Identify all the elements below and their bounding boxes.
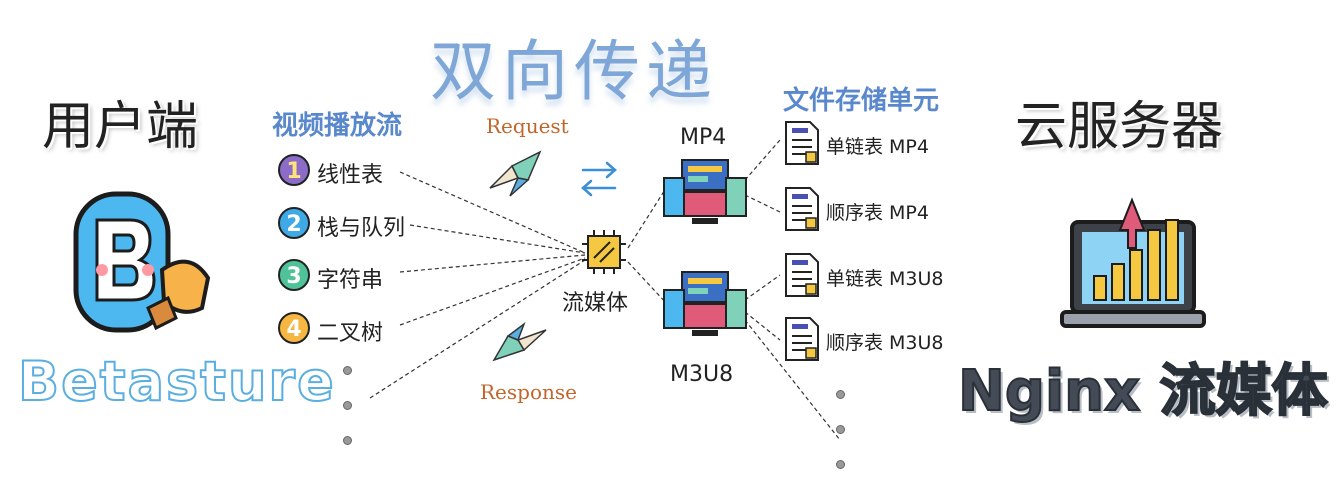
laptop-chart-icon	[1060, 190, 1206, 336]
paper-crane-response-icon	[488, 320, 548, 370]
number-2-icon: 2	[277, 203, 311, 243]
storage-file[interactable]: 顺序表 MP4	[784, 186, 984, 232]
response-label: Response	[480, 380, 577, 404]
video-item-label: 线性表	[317, 163, 384, 188]
storage-file[interactable]: 单链表 MP4	[784, 120, 984, 166]
storage-heading: 文件存储单元	[783, 86, 940, 116]
chip-icon	[580, 228, 628, 276]
server-rack-icon	[662, 158, 748, 226]
video-item[interactable]: 2 栈与队列	[277, 203, 437, 243]
ellipsis-dot	[343, 401, 352, 410]
storage-file-label: 顺序表 MP4	[826, 202, 929, 224]
document-icon	[784, 252, 820, 298]
number-1-icon: 1	[277, 150, 311, 190]
number-1-glyph: 1	[286, 159, 301, 184]
format-bottom-label: M3U8	[670, 362, 734, 387]
format-top-label: MP4	[680, 125, 727, 150]
number-4-glyph: 4	[286, 317, 301, 342]
number-4-icon: 4	[277, 308, 311, 348]
server-label: 云服务器	[1015, 97, 1224, 157]
hub-label: 流媒体	[562, 291, 629, 316]
document-icon	[784, 186, 820, 232]
client-label: 用户端	[42, 97, 199, 157]
number-3-glyph: 3	[286, 264, 301, 289]
ellipsis-dot	[836, 390, 845, 399]
client-brand: Betasture	[17, 349, 336, 414]
ellipsis-dot	[343, 436, 352, 445]
storage-file-label: 顺序表 M3U8	[826, 332, 944, 354]
video-item-label: 栈与队列	[317, 216, 406, 241]
storage-file[interactable]: 顺序表 M3U8	[784, 316, 984, 362]
request-label: Request	[486, 114, 569, 138]
server-brand: Nginx 流媒体	[957, 358, 1329, 425]
video-item[interactable]: 1 线性表	[277, 150, 427, 190]
video-item[interactable]: 3 字符串	[277, 255, 427, 295]
video-section-heading: 视频播放流	[272, 111, 403, 141]
storage-file-label: 单链表 M3U8	[826, 268, 944, 290]
number-2-glyph: 2	[286, 212, 301, 237]
paper-crane-request-icon	[488, 148, 548, 198]
ellipsis-dot	[836, 460, 845, 469]
page-title: 双向传递	[430, 33, 718, 110]
ellipsis-dot	[836, 425, 845, 434]
storage-file[interactable]: 单链表 M3U8	[784, 252, 984, 298]
video-item[interactable]: 4 二叉树	[277, 308, 427, 348]
storage-file-label: 单链表 MP4	[826, 136, 929, 158]
video-item-label: 二叉树	[317, 321, 384, 346]
betasture-logo	[72, 190, 222, 340]
document-icon	[784, 316, 820, 362]
ellipsis-dot	[343, 366, 352, 375]
video-item-label: 字符串	[317, 268, 384, 293]
document-icon	[784, 120, 820, 166]
number-3-icon: 3	[277, 255, 311, 295]
server-rack-icon	[662, 270, 748, 338]
